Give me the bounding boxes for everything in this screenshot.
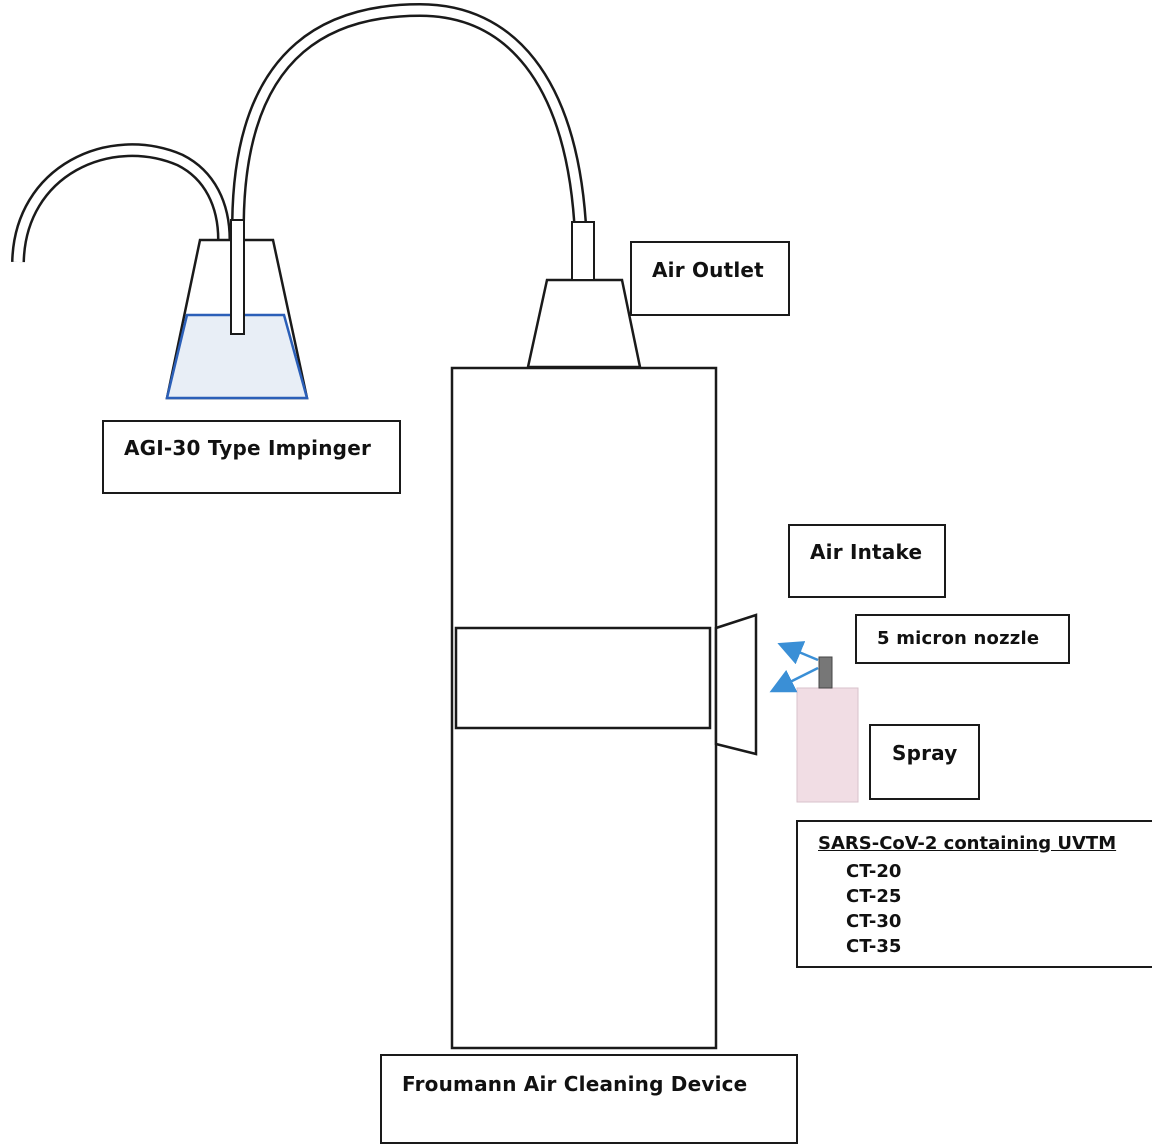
impinger-label-box: AGI-30 Type Impinger: [102, 420, 401, 494]
air-outlet-label: Air Outlet: [652, 258, 764, 282]
uvtm-label-box: SARS-CoV-2 containing UVTM CT-20 CT-25 C…: [796, 820, 1152, 968]
device-label: Froumann Air Cleaning Device: [402, 1072, 748, 1096]
air-outlet-label-box: Air Outlet: [630, 241, 790, 316]
air-intake-label-box: Air Intake: [788, 524, 946, 598]
air-outlet-funnel: [526, 221, 642, 369]
uvtm-list: CT-20 CT-25 CT-30 CT-35: [846, 859, 901, 959]
uvtm-item: CT-25: [846, 886, 902, 907]
spray-bottle: [796, 656, 859, 803]
nozzle-label-box: 5 micron nozzle: [855, 614, 1070, 664]
uvtm-item: CT-30: [846, 911, 902, 932]
impinger-label: AGI-30 Type Impinger: [124, 436, 372, 460]
intake-window: [454, 626, 712, 730]
uvtm-title: SARS-CoV-2 containing UVTM: [818, 833, 1117, 854]
air-intake-label: Air Intake: [810, 540, 923, 564]
uvtm-item: CT-20: [846, 861, 902, 882]
uvtm-item: CT-35: [846, 936, 902, 957]
intake-funnel: [714, 613, 758, 756]
impinger-side-tube: [11, 143, 231, 263]
device-label-box: Froumann Air Cleaning Device: [380, 1054, 798, 1144]
connecting-tube: [231, 2, 587, 223]
impinger-flask: [165, 219, 309, 400]
spray-label: Spray: [892, 741, 958, 765]
spray-label-box: Spray: [869, 724, 980, 800]
nozzle-label: 5 micron nozzle: [877, 628, 1040, 649]
spray-arrows: [769, 641, 819, 693]
